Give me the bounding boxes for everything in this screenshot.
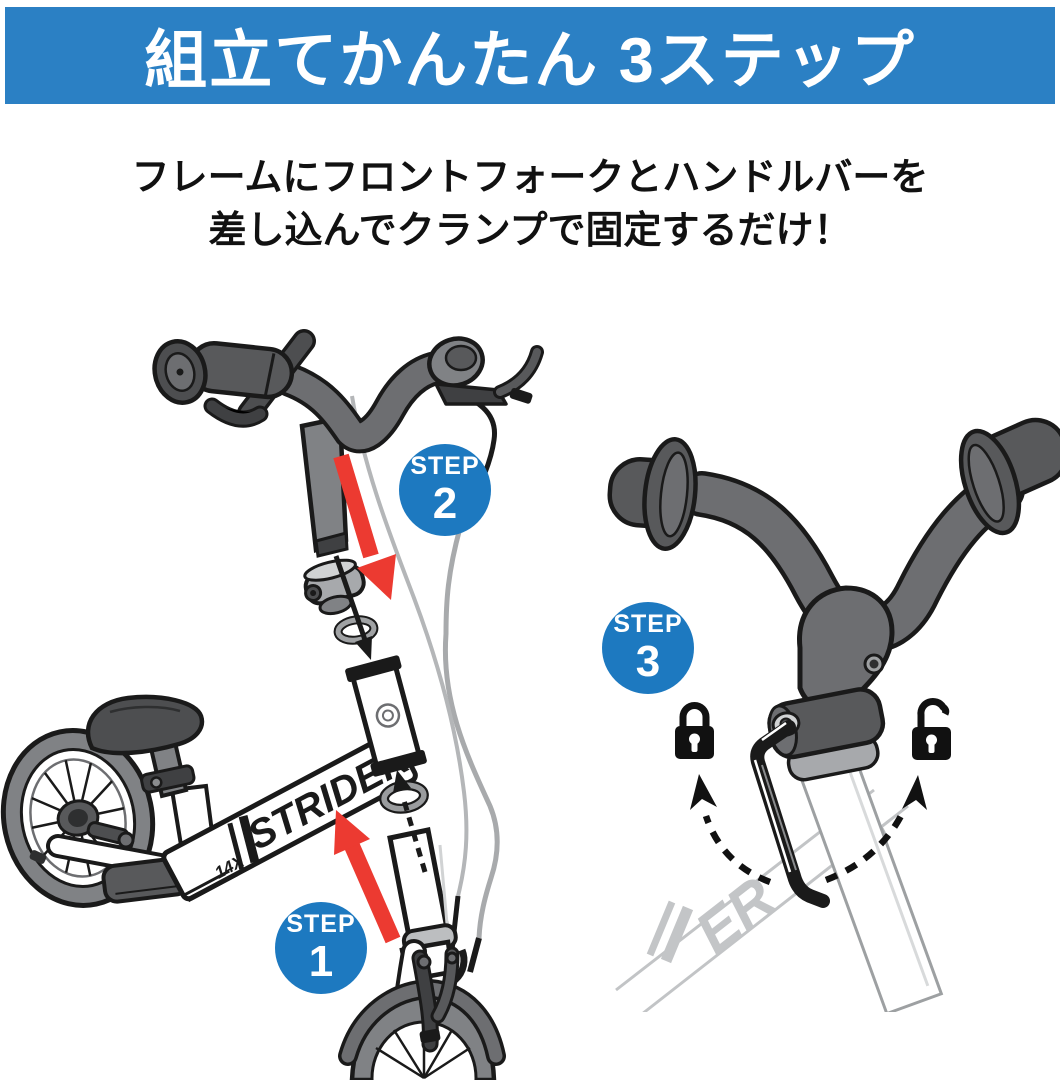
faded-frame-logo: ER <box>684 865 788 966</box>
saddle <box>85 694 205 756</box>
rear-axle <box>29 821 135 864</box>
right-grip-flange <box>958 428 1022 536</box>
cable-adjuster <box>509 387 533 404</box>
saddle-seam <box>109 705 181 714</box>
logo-slash <box>227 822 245 870</box>
step-2-badge: STEP 2 <box>399 444 491 536</box>
subtitle: フレームにフロントフォークとハンドルバーを 差し込んでクランプで固定するだけ！ <box>0 152 1060 258</box>
stem-tip <box>314 531 349 558</box>
steerer-highlight <box>438 844 450 936</box>
subtitle-line-1: フレームにフロントフォークとハンドルバーを <box>131 157 929 199</box>
step-1-number: 1 <box>308 937 334 986</box>
head-badge <box>375 703 401 728</box>
allen-wrench-icon <box>750 720 830 908</box>
fadeout <box>560 1012 1060 1040</box>
handlebar-clamp <box>303 558 366 616</box>
page-title: 組立てかんたん 3ステップ <box>144 26 916 96</box>
bike-assembly-illustration: STRIDER ® 14X <box>0 329 544 1080</box>
grip-end-disc <box>152 339 208 405</box>
step2-red-arrow <box>333 453 396 600</box>
step1-red-arrow <box>334 810 401 944</box>
step-3-badge: STEP 3 <box>602 602 694 694</box>
pinstripe <box>184 869 230 896</box>
right-brake-lever-body <box>434 382 508 406</box>
insert-arrow-down <box>333 555 372 660</box>
step-2-number: 2 <box>432 479 458 528</box>
lock-open-icon <box>912 698 951 760</box>
left-grip-flange <box>642 436 698 552</box>
tighten-dashed-arrow <box>690 774 772 886</box>
pinstripe <box>187 873 239 903</box>
step-1-label: STEP <box>286 910 356 938</box>
logo-slash <box>238 815 260 864</box>
step-3-number: 3 <box>635 637 661 686</box>
handlebar <box>152 329 544 454</box>
lock-closed-icon <box>675 702 714 759</box>
handlebar-front-view <box>607 417 1060 653</box>
step-2-label: STEP <box>410 452 480 480</box>
step-3-label: STEP <box>613 610 683 638</box>
o-ring-upper <box>333 615 379 645</box>
header-banner: 組立てかんたん 3ステップ <box>5 7 1055 104</box>
loosen-dashed-arrow <box>824 775 927 884</box>
brake-caliper <box>411 946 468 1053</box>
step-1-badge: STEP 1 <box>275 902 367 994</box>
insert-arrow-up <box>393 770 428 873</box>
stem-clamp-head <box>797 585 895 711</box>
head-tube <box>345 655 427 777</box>
subtitle-line-2: 差し込んでクランプで固定するだけ！ <box>208 210 852 252</box>
seat-clamp <box>140 764 196 794</box>
clamp-tightening-illustration: ER <box>560 417 1060 1040</box>
